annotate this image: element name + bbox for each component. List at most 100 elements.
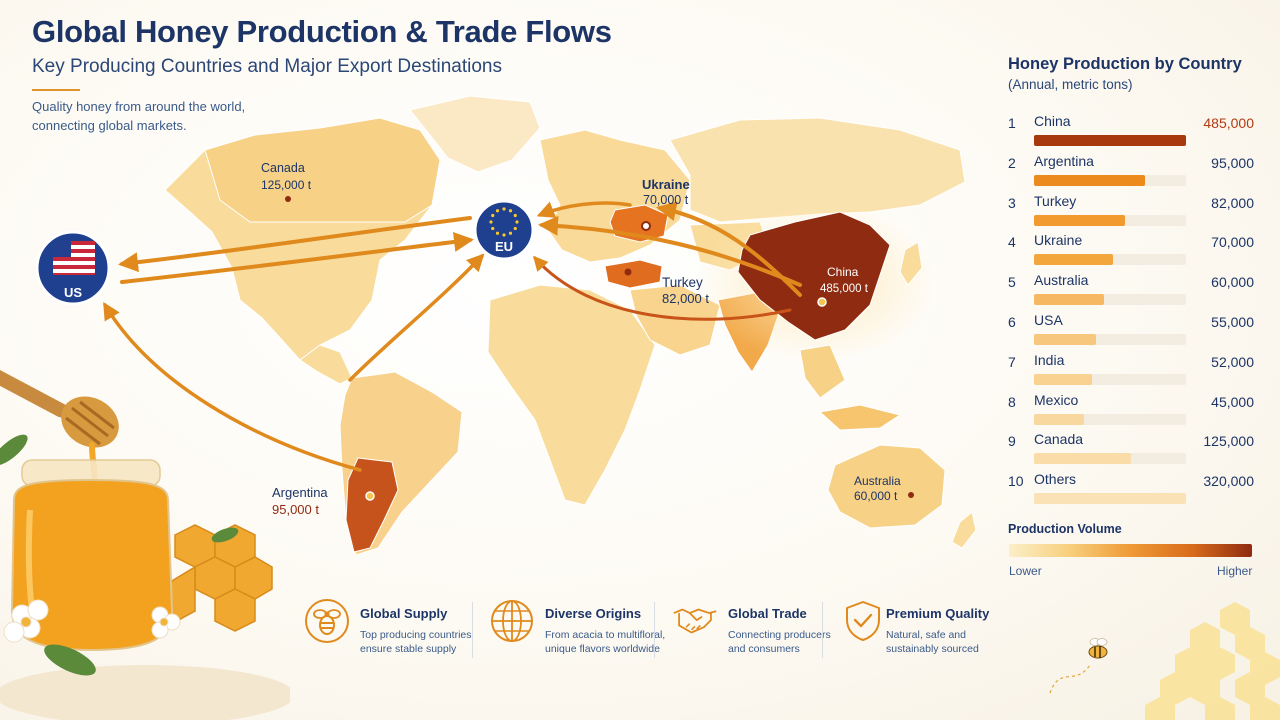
canada-value: 125,000 t bbox=[261, 178, 312, 192]
turkey-marker bbox=[624, 268, 632, 276]
leaf-icon bbox=[0, 434, 239, 676]
feature-title: Global Supply bbox=[360, 606, 448, 621]
turkey-shape bbox=[604, 259, 663, 289]
feature-divider bbox=[472, 602, 473, 658]
us-badge-label: US bbox=[64, 285, 82, 300]
eu-badge: EU bbox=[473, 199, 535, 261]
bee-decoration-icon bbox=[1088, 638, 1108, 659]
production-value: 55,000 bbox=[1211, 314, 1254, 330]
china-value: 485,000 t bbox=[820, 283, 869, 295]
rank-number: 6 bbox=[1008, 314, 1016, 330]
feature-desc-line: sustainably sourced bbox=[886, 643, 979, 655]
rank-number: 7 bbox=[1008, 353, 1016, 370]
russia-shape bbox=[669, 117, 966, 223]
production-value: 70,000 bbox=[1211, 234, 1254, 251]
china-label: China bbox=[827, 265, 859, 279]
eu-star-icon bbox=[513, 213, 517, 218]
eu-star-icon bbox=[495, 231, 500, 235]
feature-global-supply: Global Supply Top producing countries en… bbox=[304, 598, 479, 660]
feature-diverse-origins: Diverse Origins From acacia to multiflor… bbox=[489, 598, 665, 660]
eu-star-icon bbox=[508, 231, 513, 235]
argentina-marker bbox=[365, 491, 375, 501]
africa-shape bbox=[487, 284, 656, 506]
eu-star-icon bbox=[491, 226, 495, 231]
australia-shape bbox=[827, 444, 946, 529]
canada-shape bbox=[204, 117, 441, 223]
eu-star-icon bbox=[495, 209, 500, 213]
honey-jar-icon bbox=[10, 459, 174, 652]
bar-track bbox=[1034, 373, 1186, 385]
production-value: 95,000 bbox=[1211, 154, 1254, 171]
production-bar bbox=[1034, 373, 1092, 385]
rank-number: 10 bbox=[1008, 473, 1024, 490]
bar-track bbox=[1034, 214, 1186, 226]
eu-star-icon bbox=[489, 220, 493, 224]
feature-desc-line: unique flavors worldwide bbox=[545, 643, 660, 655]
legend-gradient bbox=[1009, 544, 1252, 557]
australia-value: 60,000 t bbox=[854, 489, 898, 503]
production-value: 52,000 bbox=[1211, 353, 1254, 370]
feature-description: Top producing countries ensure stable su… bbox=[360, 628, 488, 656]
feature-description: Natural, safe and sustainably sourced bbox=[886, 628, 1014, 656]
ukraine-label: Ukraine bbox=[642, 177, 690, 192]
flower-icon bbox=[3, 599, 181, 643]
ranking-row: 7 India 52,000 bbox=[1004, 352, 1274, 388]
feature-desc-line: and consumers bbox=[728, 643, 800, 655]
china-marker bbox=[817, 297, 827, 307]
flow-eu-to-us bbox=[118, 216, 472, 273]
feature-title: Diverse Origins bbox=[545, 606, 642, 621]
us-badge: US bbox=[35, 230, 111, 306]
ukraine-marker bbox=[641, 221, 651, 231]
bar-track bbox=[1034, 334, 1186, 345]
feature-divider bbox=[654, 602, 655, 658]
country-name: Turkey bbox=[1034, 192, 1077, 209]
world-map: US EU Canada 125,000 t Ukraine 70,000 t … bbox=[35, 95, 977, 556]
production-bar bbox=[1034, 453, 1132, 465]
canada-label: Canada bbox=[261, 161, 305, 175]
country-name: Argentina bbox=[1034, 152, 1094, 169]
production-value: 125,000 bbox=[1203, 433, 1254, 450]
feature-desc-line: Connecting producers bbox=[728, 629, 831, 641]
production-bar bbox=[1034, 334, 1097, 345]
bar-track bbox=[1034, 174, 1186, 186]
rank-number: 4 bbox=[1008, 234, 1016, 251]
title-divider bbox=[32, 89, 80, 91]
bar-track bbox=[1034, 294, 1186, 306]
flow-china-to-ukraine bbox=[656, 201, 802, 297]
legend-high-label: Higher bbox=[1217, 564, 1253, 578]
honey-dipper-icon bbox=[0, 367, 119, 493]
argentina-label: Argentina bbox=[272, 485, 328, 500]
country-name: India bbox=[1034, 351, 1065, 368]
japan-shape bbox=[899, 241, 923, 286]
production-value: 485,000 bbox=[1203, 115, 1254, 131]
country-name: USA bbox=[1034, 312, 1063, 328]
southeast-asia-shape bbox=[799, 344, 846, 399]
globe-icon bbox=[491, 600, 533, 642]
bar-track bbox=[1034, 413, 1186, 425]
production-value: 82,000 bbox=[1211, 194, 1254, 211]
flow-china-to-eu-south bbox=[533, 255, 792, 321]
legend-low-label: Lower bbox=[1009, 564, 1042, 578]
feature-premium-quality: Premium Quality Natural, safe and sustai… bbox=[840, 598, 1010, 660]
eu-star-icon bbox=[502, 207, 506, 211]
feature-desc-line: ensure stable supply bbox=[360, 643, 457, 655]
tagline-line-1: Quality honey from around the world, bbox=[32, 99, 246, 114]
rank-number: 5 bbox=[1008, 274, 1016, 291]
flow-argentina-to-us bbox=[103, 301, 362, 472]
chart-title: Honey Production by Country bbox=[1008, 55, 1242, 73]
feature-desc-line: From acacia to multifloral, bbox=[545, 629, 666, 641]
eu-star-icon bbox=[502, 233, 506, 237]
production-bar bbox=[1034, 413, 1085, 425]
production-value: 45,000 bbox=[1211, 393, 1254, 410]
flow-argentina-to-eu bbox=[348, 253, 485, 382]
tagline-line-2: connecting global markets. bbox=[32, 118, 187, 133]
page-title: Global Honey Production & Trade Flows bbox=[32, 14, 612, 49]
feature-description: Connecting producers and consumers bbox=[728, 628, 856, 656]
country-name: China bbox=[1034, 113, 1071, 129]
production-bar bbox=[1034, 174, 1145, 186]
